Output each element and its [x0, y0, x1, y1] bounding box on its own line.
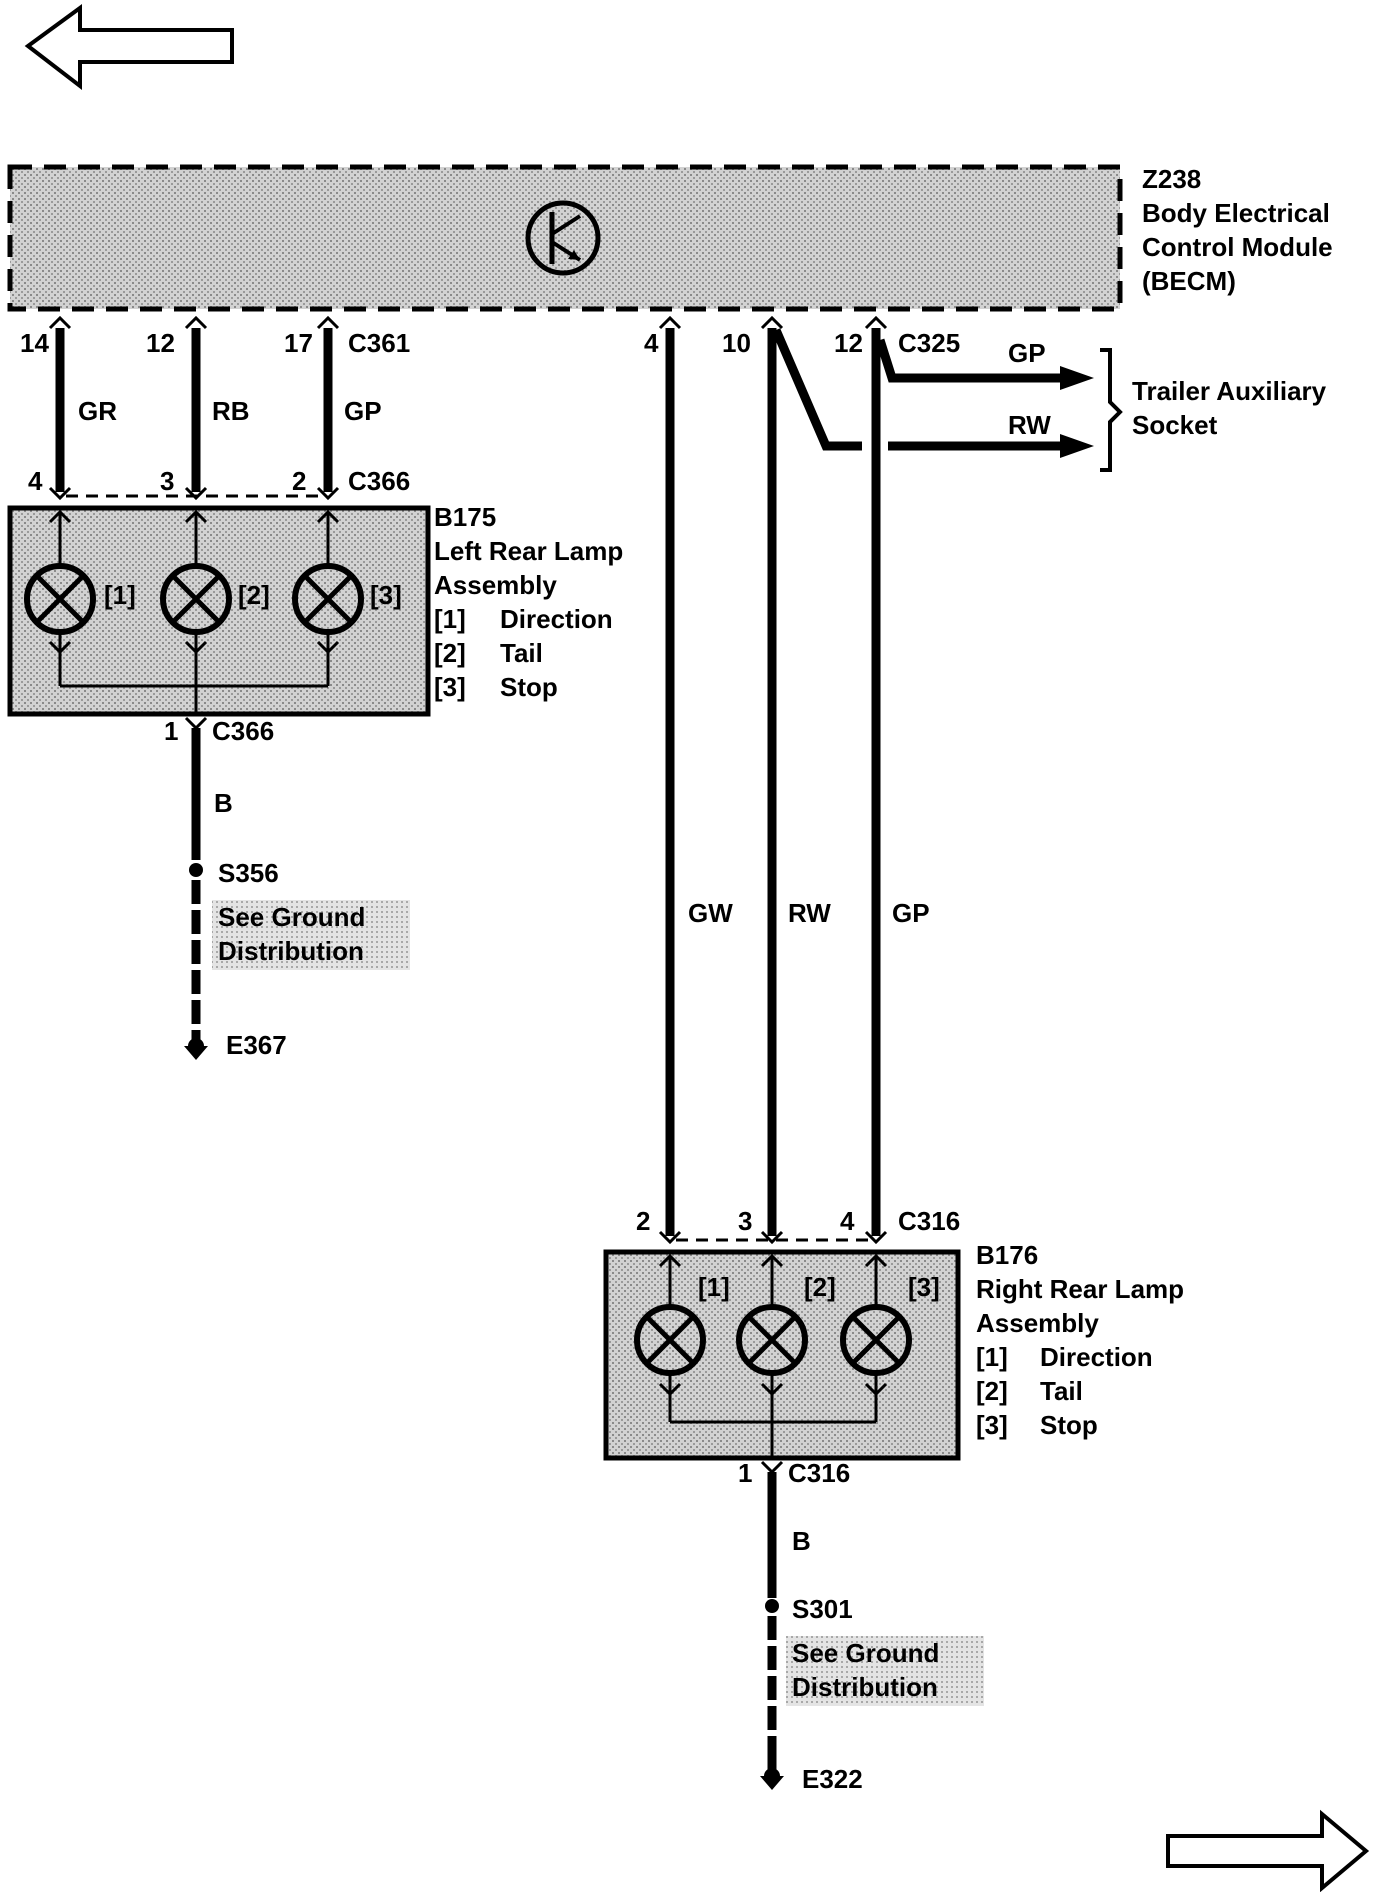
- right-function-num-2: [2]: [976, 1376, 1008, 1406]
- left-bulb-tag-1: [1]: [104, 580, 136, 610]
- c366-pin-2: 2: [292, 466, 306, 496]
- left-ground-id: E367: [226, 1030, 287, 1060]
- module-name-line1: Body Electrical: [1142, 198, 1330, 228]
- left-lamp-assembly: [7, 505, 431, 717]
- ground-icon: [760, 1768, 784, 1790]
- right-wires: [658, 315, 1123, 1245]
- right-function-name-3: Stop: [1040, 1410, 1098, 1440]
- c325-pin-10: 10: [722, 328, 751, 358]
- wire-color-rw: RW: [788, 898, 831, 928]
- left-lamp-name-line2: Assembly: [434, 570, 557, 600]
- left-splice-id: S356: [218, 858, 279, 888]
- c316-pin-4: 4: [840, 1206, 855, 1236]
- c316-pin-2: 2: [636, 1206, 650, 1236]
- left-function-num-1: [1]: [434, 604, 466, 634]
- left-ground-connector: C366: [212, 716, 274, 746]
- right-function-name-2: Tail: [1040, 1376, 1083, 1406]
- right-bulb-tag-1: [1]: [698, 1272, 730, 1302]
- c366-connector-id: C366: [348, 466, 410, 496]
- left-ground-path: [184, 716, 208, 1048]
- left-function-name-1: Direction: [500, 604, 613, 634]
- c325-pin-4: 4: [644, 328, 659, 358]
- left-ground-note-line2: Distribution: [218, 936, 364, 966]
- ground-icon: [184, 1038, 208, 1060]
- right-ground-path: [760, 1460, 784, 1776]
- wire-color-gw: GW: [688, 898, 733, 928]
- left-lamp-id: B175: [434, 502, 496, 532]
- c366-pin-4: 4: [28, 466, 43, 496]
- left-lamp-name-line1: Left Rear Lamp: [434, 536, 623, 566]
- wire-color-gp-right: GP: [892, 898, 930, 928]
- prev-page-arrow[interactable]: [24, 4, 234, 91]
- c361-pin-17: 17: [284, 328, 313, 358]
- left-ground-wire-color: B: [214, 788, 233, 818]
- wire-color-gp-left: GP: [344, 396, 382, 426]
- right-ground-connector: C316: [788, 1458, 850, 1488]
- bulb-icon: [736, 1304, 808, 1376]
- right-function-num-3: [3]: [976, 1410, 1008, 1440]
- c316-pin-3: 3: [738, 1206, 752, 1236]
- bulb-icon: [634, 1304, 706, 1376]
- right-function-name-1: Direction: [1040, 1342, 1153, 1372]
- left-bulb-tag-3: [3]: [370, 580, 402, 610]
- c316-connector-id: C316: [898, 1206, 960, 1236]
- next-page-arrow[interactable]: [1166, 1809, 1370, 1892]
- transistor-icon: [525, 200, 601, 276]
- left-ground-note-line1: See Ground: [218, 902, 365, 932]
- wire-color-gr: GR: [78, 396, 117, 426]
- right-lamp-assembly: [603, 1249, 961, 1461]
- right-lamp-id: B176: [976, 1240, 1038, 1270]
- module-name-line3: (BECM): [1142, 266, 1236, 296]
- module-name-line2: Control Module: [1142, 232, 1333, 262]
- c361-pin-14: 14: [20, 328, 49, 358]
- left-function-num-2: [2]: [434, 638, 466, 668]
- trailer-wire-gp: GP: [1008, 338, 1046, 368]
- left-function-name-2: Tail: [500, 638, 543, 668]
- right-bulb-tag-3: [3]: [908, 1272, 940, 1302]
- left-wires: [48, 315, 340, 501]
- left-function-num-3: [3]: [434, 672, 466, 702]
- left-bulb-tag-2: [2]: [238, 580, 270, 610]
- right-ground-id: E322: [802, 1764, 863, 1794]
- c325-connector-id: C325: [898, 328, 960, 358]
- right-note-background: [786, 1636, 984, 1706]
- right-function-num-1: [1]: [976, 1342, 1008, 1372]
- c361-connector-id: C361: [348, 328, 410, 358]
- right-lamp-name-line1: Right Rear Lamp: [976, 1274, 1184, 1304]
- right-lamp-name-line2: Assembly: [976, 1308, 1099, 1338]
- right-ground-wire-color: B: [792, 1526, 811, 1556]
- right-bulb-tag-2: [2]: [804, 1272, 836, 1302]
- c366-pin-3: 3: [160, 466, 174, 496]
- right-ground-pin: 1: [738, 1458, 752, 1488]
- left-note-background: [212, 900, 410, 970]
- c325-pin-12: 12: [834, 328, 863, 358]
- wire-color-rb: RB: [212, 396, 250, 426]
- module-id: Z238: [1142, 164, 1201, 194]
- c361-pin-12: 12: [146, 328, 175, 358]
- right-splice-id: S301: [792, 1594, 853, 1624]
- left-ground-pin: 1: [164, 716, 178, 746]
- right-ground-note-line1: See Ground: [792, 1638, 939, 1668]
- bulb-icon: [840, 1304, 912, 1376]
- trailer-wire-rw: RW: [1008, 410, 1051, 440]
- trailer-socket-line1: Trailer Auxiliary: [1132, 376, 1327, 406]
- becm-module: [7, 164, 1123, 312]
- right-ground-note-line2: Distribution: [792, 1672, 938, 1702]
- left-function-name-3: Stop: [500, 672, 558, 702]
- trailer-socket-line2: Socket: [1132, 410, 1218, 440]
